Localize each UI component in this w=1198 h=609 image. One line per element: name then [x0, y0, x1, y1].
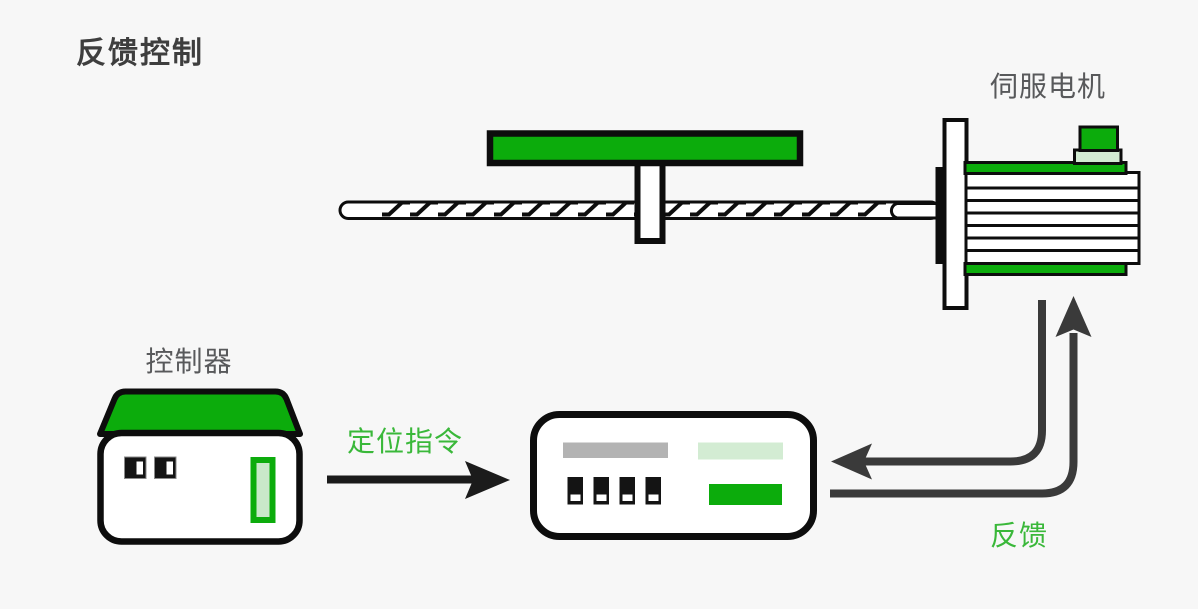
motor-bottom-rail — [963, 262, 1128, 276]
feedback-loop: 反馈 — [830, 296, 1092, 551]
servo-motor-label: 伺服电机 — [990, 71, 1106, 102]
motor-flange — [942, 118, 969, 310]
motor-to-drive-line — [861, 300, 1046, 466]
feedback-label: 反馈 — [990, 520, 1048, 551]
controller-indicator — [250, 457, 276, 523]
controller-port-slot — [166, 461, 173, 475]
controller-body — [97, 429, 303, 545]
dip-switch-slot — [648, 494, 659, 501]
slider-stem — [634, 155, 666, 244]
command-arrowhead-icon — [465, 461, 510, 499]
motor-connector-base — [1073, 148, 1123, 165]
slider-table-plate — [486, 130, 804, 167]
page-title: 反馈控制 — [76, 37, 204, 70]
controller-ports — [124, 456, 177, 479]
motor-shaft — [889, 202, 939, 220]
motor-top-rail — [963, 161, 1128, 175]
dip-switch-slot — [570, 494, 581, 501]
up-arrowhead-icon — [1055, 296, 1092, 337]
servo-motor: 伺服电机 — [935, 71, 1141, 310]
position-command-arrow: 定位指令 — [327, 426, 510, 499]
motor-connector-top — [1078, 125, 1119, 152]
lead-screw-threads — [382, 200, 886, 217]
servo-drive — [530, 411, 817, 540]
controller-top — [97, 388, 303, 437]
dip-switch-slot — [596, 494, 607, 501]
position-command-label: 定位指令 — [347, 426, 463, 457]
drive-dip-switches — [567, 477, 661, 505]
controller: 控制器 — [97, 346, 303, 545]
controller-port-slot — [136, 461, 143, 475]
servo-drive-body — [530, 411, 817, 540]
drive-display-bar — [563, 442, 668, 458]
controller-label: 控制器 — [145, 346, 232, 377]
drive-to-motor-line — [830, 333, 1078, 498]
motor-coupling — [935, 167, 947, 264]
drive-status-bar-light — [698, 442, 783, 460]
left-arrowhead-icon — [831, 443, 872, 480]
drive-status-bar-green — [709, 484, 782, 505]
motor-fins — [966, 186, 1139, 252]
dip-switch-slot — [622, 494, 633, 501]
